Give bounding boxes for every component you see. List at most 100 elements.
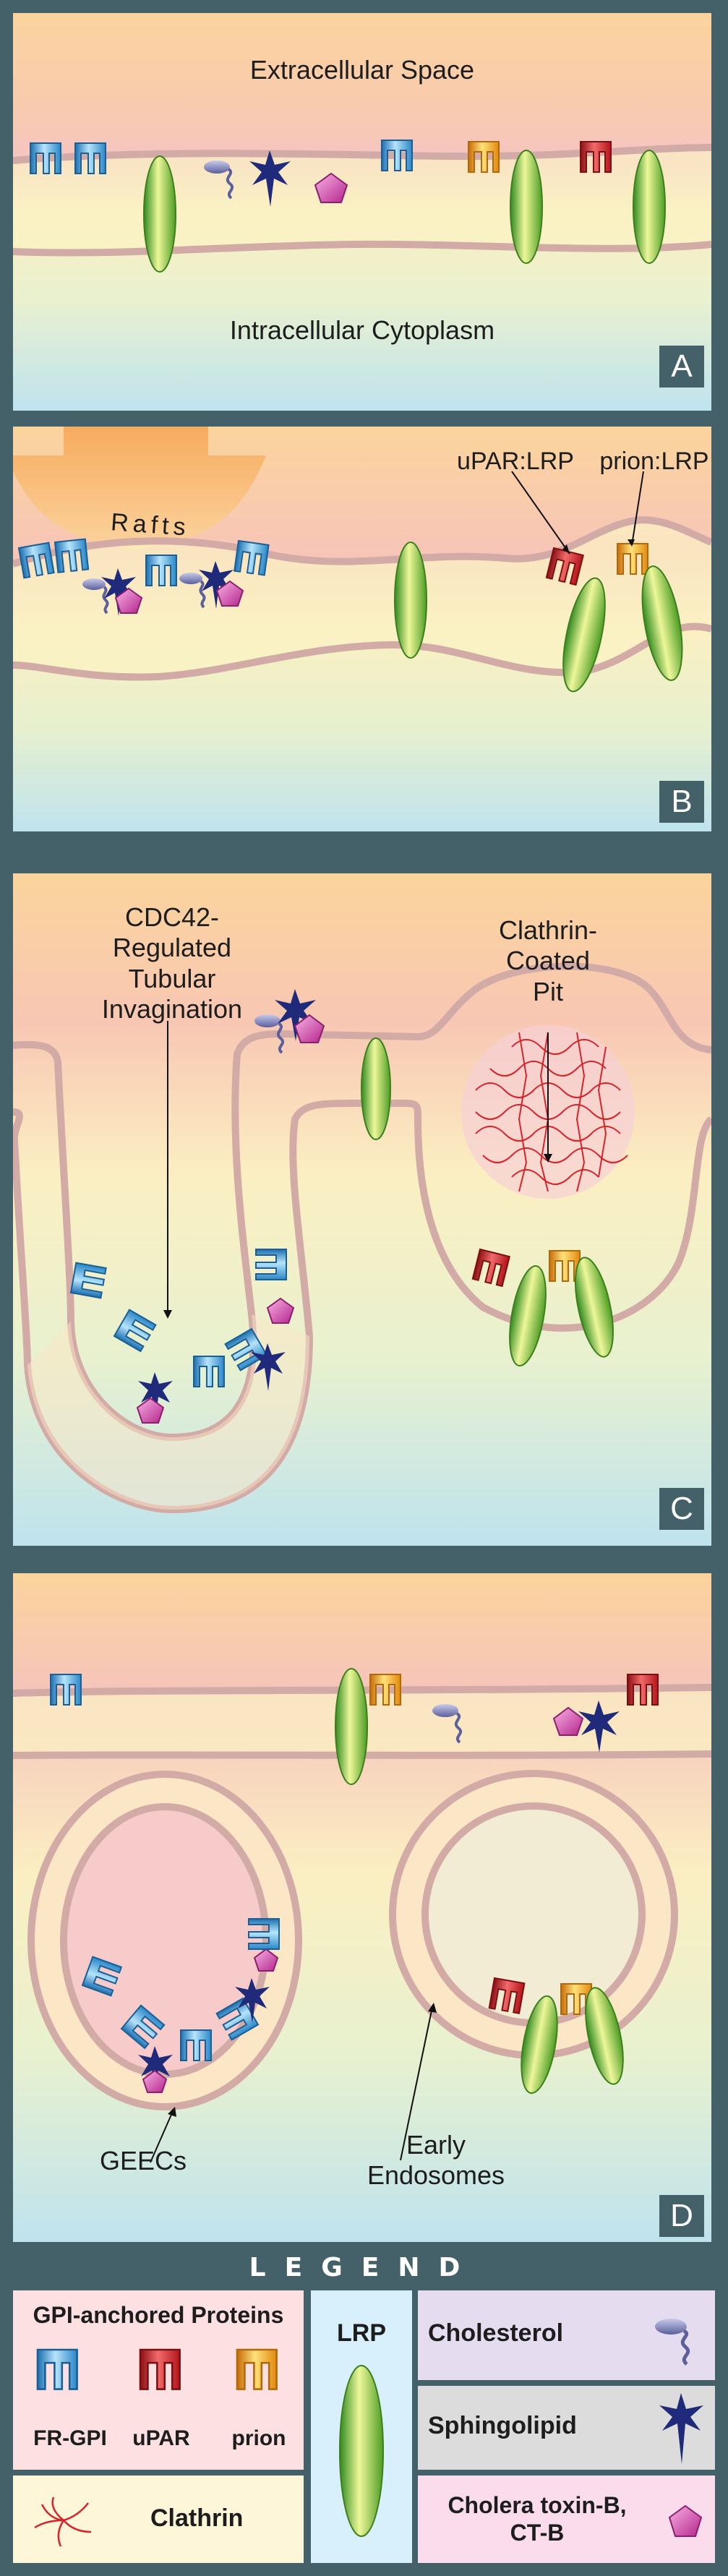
lrp-protein-icon <box>510 150 543 264</box>
upar-lrp-label: uPAR:LRP <box>457 448 574 475</box>
cholera-toxin-pentagon-icon <box>142 2069 168 2093</box>
upar-protein-icon <box>471 1249 510 1287</box>
legend-cholesterol-label: Cholesterol <box>428 2319 564 2347</box>
lrp-protein-icon <box>562 577 606 693</box>
cholesterol-icon <box>82 578 109 615</box>
early-endosomes-label: Early Endosomes <box>367 2130 505 2191</box>
clathrin-triskelion-icon <box>34 2496 92 2547</box>
fr-gpi-protein-icon <box>70 1262 107 1299</box>
extracellular-space-label: Extracellular Space <box>249 55 475 85</box>
legend-cholera-toxin-box: Cholera toxin-B, CT-B <box>418 2476 715 2563</box>
legend-gpi-box: GPI-anchored Proteins FR-GPI uPAR prion <box>13 2290 304 2470</box>
cholera-toxin-pentagon-icon <box>266 1297 295 1324</box>
upar-protein-icon <box>139 2348 181 2390</box>
fr-gpi-protein-icon <box>36 2348 78 2390</box>
prion-protein-icon <box>369 1674 401 1706</box>
prion-protein-icon <box>236 2348 278 2390</box>
cholesterol-icon <box>204 161 234 200</box>
panel-a-illustration <box>13 13 711 411</box>
rafts-arrow-icon <box>13 427 266 549</box>
cholera-toxin-pentagon-icon <box>136 1397 165 1424</box>
fr-gpi-protein-icon <box>50 1674 82 1706</box>
cholera-toxin-pentagon-icon <box>294 1014 325 1043</box>
legend-sphingolipid-label: Sphingolipid <box>428 2412 577 2439</box>
lrp-protein-icon <box>143 155 176 273</box>
legend-title: LEGEND <box>249 2253 479 2282</box>
prion-protein-icon <box>617 543 648 575</box>
cholesterol-icon <box>432 1704 463 1744</box>
legend-cholera-svg <box>668 2504 703 2537</box>
fr-gpi-protein-icon <box>255 1249 287 1280</box>
panel-c-illustration <box>13 873 711 1546</box>
fr-gpi-protein-icon <box>180 2029 212 2061</box>
panel-b: Rafts uPAR:LRP prion:LRP B <box>13 427 711 831</box>
sphingolipid-star-icon <box>101 568 136 616</box>
sphingolipid-star-icon <box>235 1978 270 2023</box>
lrp-protein-icon <box>335 1668 368 1785</box>
upar-protein-icon <box>545 547 584 586</box>
cdc42-invagination-label: CDC42- Regulated Tubular Invagination <box>101 902 243 1024</box>
lrp-protein-icon <box>394 542 427 659</box>
lrp-protein-icon <box>509 1265 547 1367</box>
cholesterol-icon <box>655 2319 690 2366</box>
legend-lrp-icon-wrap <box>339 2365 384 2537</box>
cholera-toxin-pentagon-icon <box>552 1706 584 1736</box>
legend-lrp-label: LRP <box>337 2319 386 2347</box>
legend-sphingolipid-svg <box>659 2393 703 2464</box>
legend-gpi-heading: GPI-anchored Proteins <box>33 2302 284 2328</box>
cholera-toxin-pentagon-icon <box>314 172 348 203</box>
panel-b-illustration <box>13 427 711 831</box>
sphingolipid-star-icon <box>275 989 316 1041</box>
fr-gpi-protein-icon <box>145 555 177 586</box>
lrp-protein-icon <box>521 1995 558 2094</box>
legend-prion-label: prion <box>231 2426 286 2450</box>
lrp-protein-icon <box>585 1987 624 2085</box>
legend-cholesterol-box: Cholesterol <box>418 2290 715 2380</box>
cholera-toxin-pentagon-icon <box>253 1948 279 1972</box>
cholera-toxin-pentagon-icon <box>114 587 143 614</box>
sphingolipid-star-icon <box>659 2393 703 2464</box>
lrp-protein-icon <box>633 150 666 264</box>
sphingolipid-star-icon <box>578 1700 620 1753</box>
fr-gpi-protein-icon <box>54 538 90 573</box>
rafts-label: Rafts <box>110 508 191 542</box>
fr-gpi-protein-icon <box>381 140 413 171</box>
geecs-label: GEECs <box>99 2146 187 2175</box>
prion-lrp-label: prion:LRP <box>599 448 709 475</box>
fr-gpi-protein-icon <box>193 1356 225 1387</box>
fr-gpi-protein-icon <box>234 540 270 576</box>
panel-d-illustration <box>13 1573 711 2242</box>
legend-clathrin-label: Clathrin <box>150 2504 244 2532</box>
panel-d: GEECs Early Endosomes D <box>13 1573 711 2242</box>
cholera-toxin-pentagon-icon <box>668 2504 703 2537</box>
upar-protein-icon <box>580 141 612 173</box>
panel-letter-c: C <box>659 1488 704 1530</box>
panel-a: Extracellular Space Intracellular Cytopl… <box>13 13 711 411</box>
legend-upar-label: uPAR <box>132 2426 190 2450</box>
fr-gpi-protein-icon <box>248 1918 280 1950</box>
cholesterol-icon <box>254 1014 285 1054</box>
legend-cholesterol-svg <box>655 2319 690 2366</box>
prion-protein-icon <box>468 141 500 173</box>
intracellular-cytoplasm-label: Intracellular Cytoplasm <box>229 315 495 345</box>
panel-letter-a: A <box>659 346 704 388</box>
lrp-protein-icon <box>361 1037 391 1140</box>
sphingolipid-star-icon <box>138 2046 173 2091</box>
lrp-protein-icon <box>339 2365 384 2537</box>
sphingolipid-star-icon <box>138 1372 173 1420</box>
panel-letter-b: B <box>659 781 704 823</box>
legend-lrp-box: LRP <box>311 2290 412 2563</box>
legend-cholera-toxin-label: Cholera toxin-B, CT-B <box>447 2492 627 2546</box>
panel-c: CDC42- Regulated Tubular Invagination Cl… <box>13 873 711 1546</box>
sphingolipid-star-icon <box>199 561 234 609</box>
upar-protein-icon <box>488 1977 526 2014</box>
cholera-toxin-pentagon-icon <box>215 580 244 607</box>
legend-clathrin-box: Clathrin <box>13 2476 304 2563</box>
sphingolipid-star-icon <box>251 1343 286 1391</box>
sphingolipid-star-icon <box>249 150 291 207</box>
fr-gpi-protein-icon <box>30 142 61 174</box>
panel-letter-d: D <box>659 2195 704 2237</box>
lrp-protein-icon <box>641 565 683 681</box>
fr-gpi-protein-icon <box>18 542 55 579</box>
cholesterol-icon <box>179 573 206 609</box>
